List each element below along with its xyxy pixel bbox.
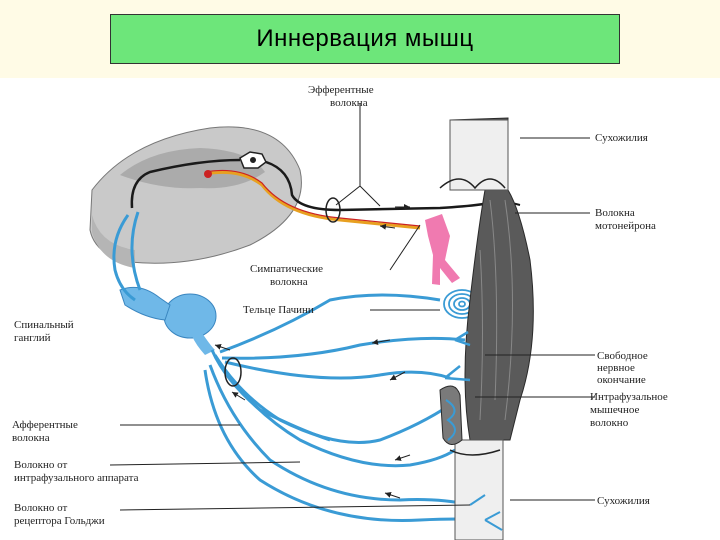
label-intrafusal-2: мышечное — [590, 404, 639, 416]
label-golgi-1: Волокно от — [14, 502, 68, 514]
label-sympathetic-2: волокна — [270, 276, 308, 288]
blood-vessel — [425, 214, 460, 285]
label-afferent-2: волокна — [12, 432, 50, 444]
spinal-cord — [90, 127, 301, 268]
label-motoneuron-1: Волокна — [595, 207, 635, 219]
page-title: Иннервация мышц — [256, 25, 473, 53]
label-fiber-intrafusal-1: Волокно от — [14, 459, 68, 471]
label-afferent-1: Афферентные — [12, 419, 78, 431]
spinal-ganglion — [120, 287, 216, 355]
label-motoneuron-2: мотонейрона — [595, 220, 656, 232]
label-tendon-top: Сухожилия — [595, 132, 648, 144]
label-intrafusal-1: Интрафузальное — [590, 391, 668, 403]
diagram-area: Эфферентные волокна Сухожилия Волокна мо… — [0, 78, 720, 540]
label-tendon-bottom: Сухожилия — [597, 495, 650, 507]
label-efferent-1: Эфферентные — [308, 84, 374, 96]
intrafusal-fiber — [440, 386, 462, 445]
innervation-diagram: Эфферентные волокна Сухожилия Волокна мо… — [0, 78, 720, 540]
label-intrafusal-3: волокно — [590, 417, 629, 429]
title-box: Иннервация мышц — [110, 14, 620, 64]
muscle — [440, 118, 533, 540]
label-spinal-ganglion-2: ганглий — [14, 332, 51, 344]
label-fiber-intrafusal-2: интрафузального аппарата — [14, 472, 139, 484]
label-golgi-2: рецептора Гольджи — [14, 515, 105, 527]
label-pacini: Тельце Пачини — [243, 304, 314, 316]
label-free-ending-3: окончание — [597, 374, 646, 386]
label-free-ending-1: Свободное — [597, 350, 648, 362]
label-spinal-ganglion-1: Спинальный — [14, 319, 74, 331]
label-free-ending-2: нервное — [597, 362, 635, 374]
label-efferent-2: волокна — [330, 97, 368, 109]
label-sympathetic-1: Симпатические — [250, 263, 323, 275]
